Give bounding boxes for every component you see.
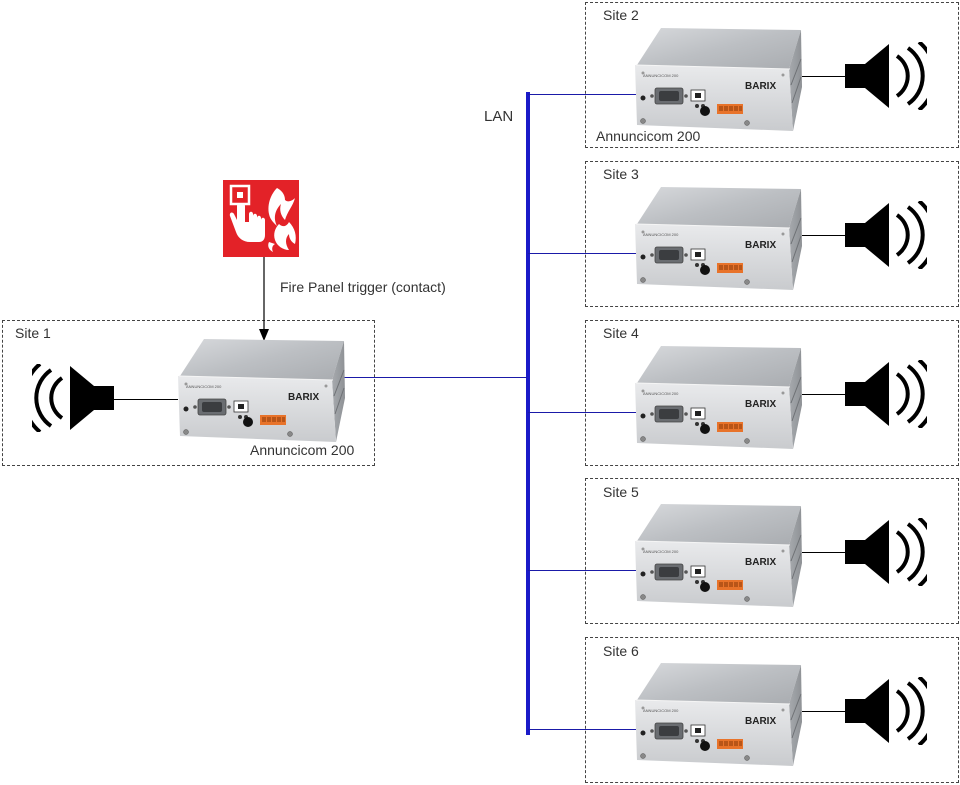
device-model-text: ANNUNCICOM 200 <box>643 232 679 237</box>
device-model-text: ANNUNCICOM 200 <box>643 73 679 78</box>
site-6-lan-link <box>528 729 636 730</box>
site-3-label: Site 3 <box>603 166 639 182</box>
lan-label: LAN <box>484 108 514 125</box>
site-1-lan-link <box>342 377 527 378</box>
site-3-annuncicom-device: ANNUNCICOM 200 BARIX <box>633 186 803 292</box>
site-6-box <box>585 637 959 783</box>
device-model-text: ANNUNCICOM 200 <box>643 549 679 554</box>
device-model-text: ANNUNCICOM 200 <box>643 391 679 396</box>
device-brand-text: BARIX <box>745 240 776 251</box>
site-6-speaker-link <box>802 711 848 712</box>
site-5-speaker-icon <box>845 518 927 586</box>
site-6-label: Site 6 <box>603 643 639 659</box>
site-2-label: Site 2 <box>603 7 639 23</box>
site-4-label: Site 4 <box>603 325 639 341</box>
site-2-speaker-link <box>802 76 848 77</box>
site-5-lan-link <box>528 570 636 571</box>
site-3-lan-link <box>528 253 636 254</box>
site-4-speaker-icon <box>845 360 927 428</box>
site-1-annuncicom-device: ANNUNCICOM 200 BARIX <box>176 338 346 444</box>
device-brand-text: BARIX <box>745 399 776 410</box>
site-6-annuncicom-device: ANNUNCICOM 200 BARIX <box>633 662 803 768</box>
device-brand-text: BARIX <box>745 557 776 568</box>
site-1-speaker-link <box>112 399 178 400</box>
device-brand-text: BARIX <box>745 81 776 92</box>
device-brand-text: BARIX <box>288 392 319 403</box>
site-2-annuncicom-device: ANNUNCICOM 200 BARIX <box>633 27 803 133</box>
site-3-speaker-link <box>802 235 848 236</box>
site-1-box <box>2 320 375 466</box>
site-2-lan-link <box>528 94 636 95</box>
site-5-speaker-link <box>802 552 848 553</box>
device-model-text: ANNUNCICOM 200 <box>643 708 679 713</box>
trigger-arrow <box>258 257 270 341</box>
device-brand-text: BARIX <box>745 716 776 727</box>
site-1-speaker-icon <box>32 364 114 432</box>
lan-backbone <box>526 92 530 735</box>
site-2-box <box>585 2 959 148</box>
site-4-box <box>585 320 959 466</box>
fire-alarm-icon <box>223 180 299 257</box>
trigger-label: Fire Panel trigger (contact) <box>280 279 446 295</box>
device-model-text: ANNUNCICOM 200 <box>186 384 222 389</box>
site-4-speaker-link <box>802 394 848 395</box>
site-3-box <box>585 161 959 307</box>
site-5-box <box>585 478 959 624</box>
site-2-device-label: Annuncicom 200 <box>596 128 701 144</box>
site-4-annuncicom-device: ANNUNCICOM 200 BARIX <box>633 345 803 451</box>
site-5-label: Site 5 <box>603 484 639 500</box>
site-3-speaker-icon <box>845 201 927 269</box>
site-1-label: Site 1 <box>15 325 51 341</box>
site-1-device-label: Annuncicom 200 <box>250 442 355 458</box>
site-2-speaker-icon <box>845 42 927 110</box>
site-4-lan-link <box>528 412 636 413</box>
site-5-annuncicom-device: ANNUNCICOM 200 BARIX <box>633 503 803 609</box>
site-6-speaker-icon <box>845 677 927 745</box>
